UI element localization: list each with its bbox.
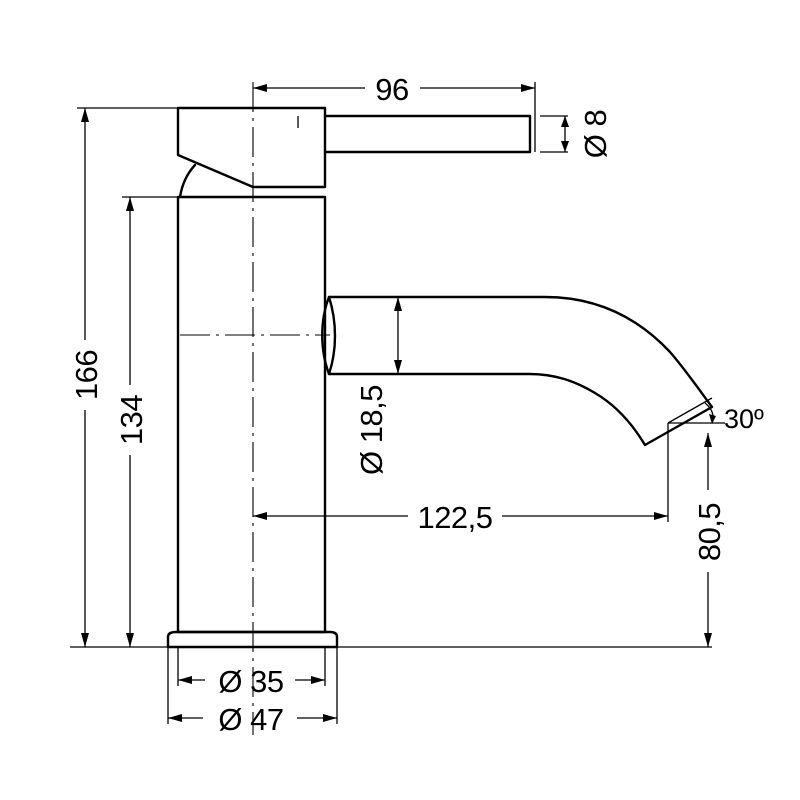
label-122-5: 122,5 (417, 500, 492, 535)
dimension-body-diameter: Ø 35 (177, 647, 326, 699)
dimension-base-diameter: Ø 47 (167, 647, 338, 737)
faucet-body (176, 195, 327, 634)
dimension-handle-diameter: Ø 8 (540, 110, 613, 158)
spout-joint (327, 295, 337, 376)
label-30-degrees: 30º (724, 404, 764, 434)
label-diameter-8: Ø 8 (578, 110, 613, 158)
dimension-spout-angle: 30º (668, 402, 764, 434)
label-96: 96 (375, 72, 408, 107)
label-134: 134 (114, 395, 149, 445)
label-166: 166 (69, 350, 104, 400)
label-diameter-18-5: Ø 18,5 (354, 385, 389, 475)
dimension-spout-diameter: Ø 18,5 (354, 297, 402, 475)
base-ring (166, 630, 339, 649)
dimension-outlet-height: 80,5 (692, 433, 727, 647)
label-diameter-47: Ø 47 (218, 702, 283, 737)
dimension-spout-reach: 122,5 (253, 423, 669, 535)
handle-block (176, 106, 327, 189)
label-diameter-35: Ø 35 (218, 664, 283, 699)
label-80-5: 80,5 (692, 503, 727, 561)
dimension-body-height: 134 (114, 196, 182, 647)
lever-rod (323, 114, 532, 154)
dimension-handle-length: 96 (253, 72, 536, 152)
center-lines (70, 82, 712, 735)
dimension-total-height: 166 (69, 107, 182, 647)
spout-outlet-face (667, 397, 713, 424)
faucet-outline (166, 106, 714, 649)
handle-neck (178, 163, 197, 199)
